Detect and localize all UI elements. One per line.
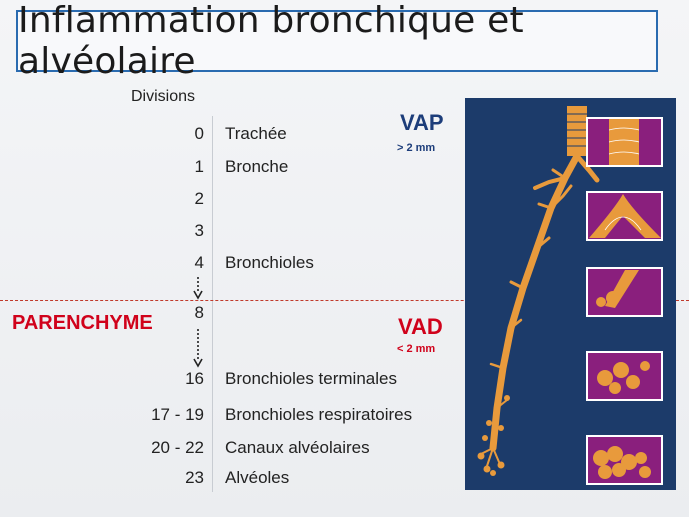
division-name: Bronchioles respiratoires: [225, 405, 413, 424]
division-name: Trachée: [225, 124, 287, 143]
parenchyme-label: PARENCHYME: [12, 312, 153, 334]
division-name: Canaux alvéolaires: [225, 438, 370, 457]
division-number: 1: [194, 157, 204, 176]
division-row: 4 Bronchioles: [100, 253, 440, 277]
division-name: Bronchioles terminales: [225, 369, 397, 388]
dotted-arrow-down-icon: [193, 329, 203, 368]
division-row: 1 Bronche: [100, 157, 440, 181]
division-row: 17 - 19 Bronchioles respiratoires: [100, 405, 440, 429]
divisions-header: Divisions: [131, 88, 196, 105]
dotted-arrow-down-icon: [193, 277, 203, 300]
divider-line: [212, 116, 213, 492]
division-number: 17 - 19: [151, 405, 204, 424]
division-row: 8: [100, 303, 440, 327]
division-number: 20 - 22: [151, 438, 204, 457]
division-number: 23: [185, 468, 204, 487]
parenchyme-boundary-line: [0, 300, 689, 301]
airway-tree-illustration: [465, 98, 676, 490]
vad-size-label: < 2 mm: [397, 343, 436, 355]
vap-size-label: > 2 mm: [397, 142, 436, 154]
division-row: 16 Bronchioles terminales: [100, 369, 440, 393]
vap-label: VAP: [400, 110, 444, 135]
division-row: 23 Alvéoles: [100, 468, 440, 492]
division-row: 20 - 22 Canaux alvéolaires: [100, 438, 440, 462]
division-row: 2: [100, 189, 440, 213]
division-name: Alvéoles: [225, 468, 290, 487]
division-name: Bronchioles: [225, 253, 314, 272]
slide-title: Inflammation bronchique et alvéolaire: [18, 0, 524, 82]
vad-label: VAD: [398, 314, 443, 339]
division-row: 3: [100, 221, 440, 245]
division-number: 2: [194, 189, 204, 208]
division-number: 16: [185, 369, 204, 388]
division-name: Bronche: [225, 157, 289, 176]
division-row: 0 Trachée: [100, 124, 440, 148]
division-number: 8: [194, 303, 204, 322]
title-box: Inflammation bronchique et alvéolaire: [16, 0, 658, 82]
division-number: 3: [194, 221, 204, 240]
division-number: 0: [194, 124, 204, 143]
division-number: 4: [194, 253, 204, 272]
